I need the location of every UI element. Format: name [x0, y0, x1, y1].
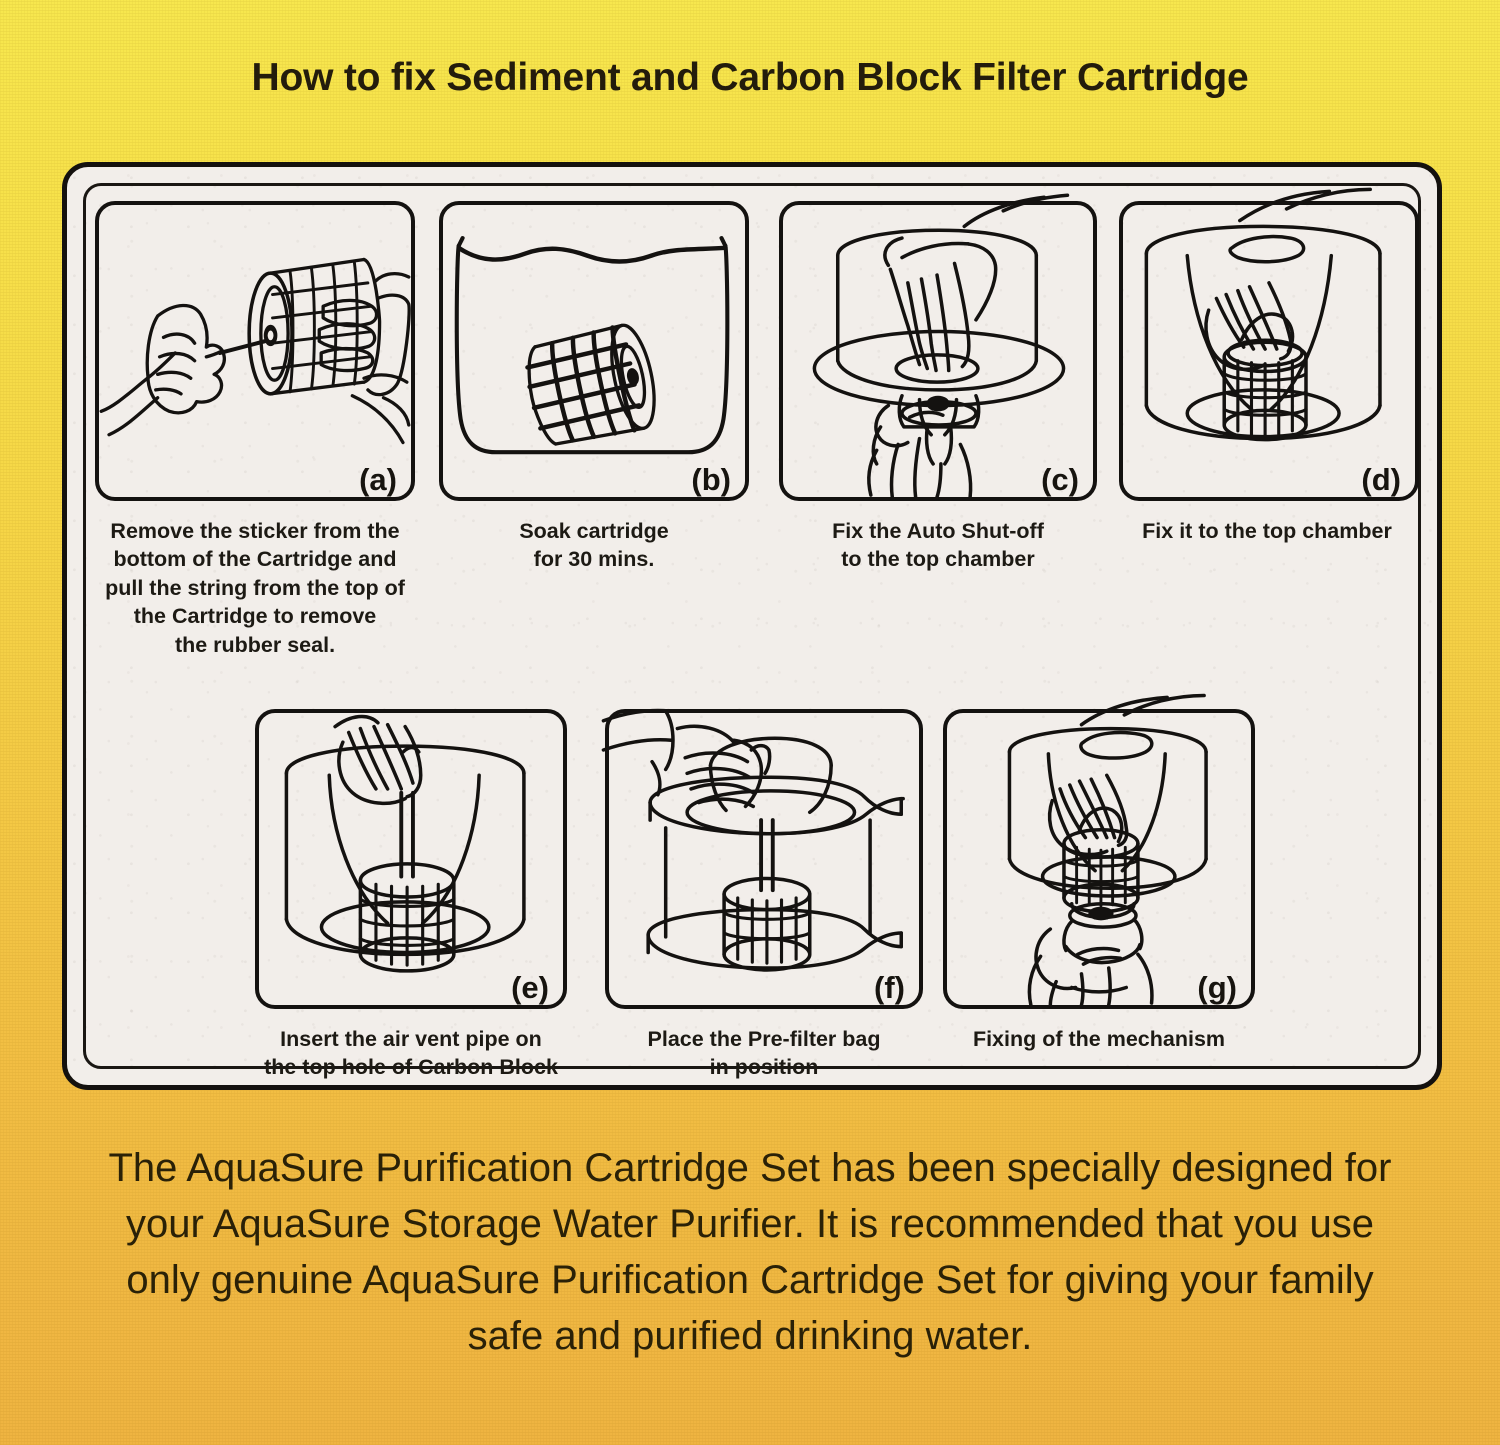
step-caption-d: Fix it to the top chamber [1142, 519, 1392, 543]
step-caption-f: Place the Pre-filter bag in position [647, 1027, 881, 1080]
step-caption-c: Fix the Auto Shut-off to the top chamber [832, 519, 1044, 572]
illustration-g [1007, 693, 1208, 1007]
step-caption-a: Remove the sticker from the bottom of th… [105, 519, 405, 657]
step-label-c: (c) [1041, 462, 1079, 497]
step-label-f: (f) [874, 970, 905, 1005]
illustration-c [812, 193, 1070, 499]
step-tile-b[interactable]: (b) [439, 201, 749, 501]
step-tile-g[interactable]: (g) [943, 693, 1255, 1009]
step-tile-f[interactable]: (f) [601, 708, 923, 1009]
illustration-b [454, 236, 730, 455]
instruction-card: (a) Remove the sticker from the bottom o… [62, 162, 1442, 1090]
step-tile-c[interactable]: (c) [779, 193, 1097, 501]
step-label-e: (e) [511, 970, 549, 1005]
page-title: How to fix Sediment and Carbon Block Fil… [251, 56, 1249, 99]
illustration-a [99, 257, 411, 445]
step-caption-e: Insert the air vent pipe on the top hole… [264, 1027, 558, 1080]
step-tile-d[interactable]: (d) [1119, 187, 1419, 501]
step-caption-g: Fixing of the mechanism [972, 1027, 1226, 1051]
illustration-d [1144, 187, 1382, 442]
step-label-a: (a) [359, 462, 397, 497]
step-label-d: (d) [1361, 462, 1401, 497]
product-blurb: The AquaSure Purification Cartridge Set … [108, 1146, 1392, 1358]
illustration-e [284, 714, 526, 973]
step-label-b: (b) [691, 462, 731, 497]
step-tile-e[interactable]: (e) [255, 709, 567, 1009]
step-caption-b: Soak cartridge for 30 mins. [519, 519, 669, 572]
step-tile-a[interactable]: (a) [95, 201, 415, 501]
step-label-g: (g) [1197, 970, 1237, 1005]
illustration-f [601, 708, 905, 972]
